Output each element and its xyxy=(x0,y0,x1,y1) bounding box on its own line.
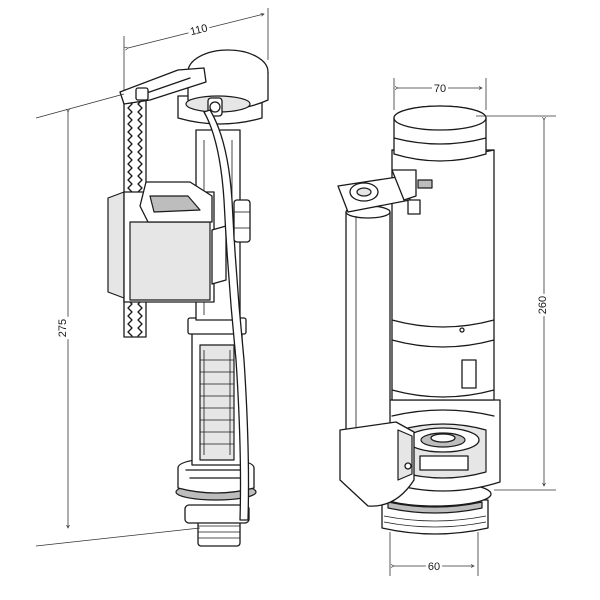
fill-valve-float xyxy=(107,181,227,303)
flush-valve-height-label: 260 xyxy=(537,296,549,314)
flush-valve-base-dimension: 60 xyxy=(389,532,479,576)
flush-valve-top-dimension: 70 xyxy=(393,78,487,110)
fill-valve-width-dimension: 110 xyxy=(123,8,269,90)
flush-valve-overflow-tube xyxy=(345,205,391,443)
flush-valve-top-cap xyxy=(393,105,487,162)
fill-valve-lever xyxy=(119,67,207,105)
fill-valve-height-dimension: 275 xyxy=(35,93,201,547)
fill-valve-head xyxy=(177,49,269,125)
fill-valve xyxy=(107,49,269,547)
flush-valve-top-label: 70 xyxy=(434,83,446,95)
flush-valve-bracket xyxy=(339,421,415,507)
fill-valve-height-label: 275 xyxy=(57,319,69,337)
fill-valve-width-label: 110 xyxy=(189,22,209,38)
flush-valve xyxy=(337,105,501,535)
fill-valve-side-clip xyxy=(233,199,251,243)
flush-valve-base-label: 60 xyxy=(428,561,440,573)
fill-valve-base xyxy=(175,457,257,547)
flush-valve-top-clip xyxy=(337,169,421,215)
flush-valve-height-dimension: 260 xyxy=(476,115,556,491)
fill-valve-refill-tube xyxy=(203,109,250,521)
